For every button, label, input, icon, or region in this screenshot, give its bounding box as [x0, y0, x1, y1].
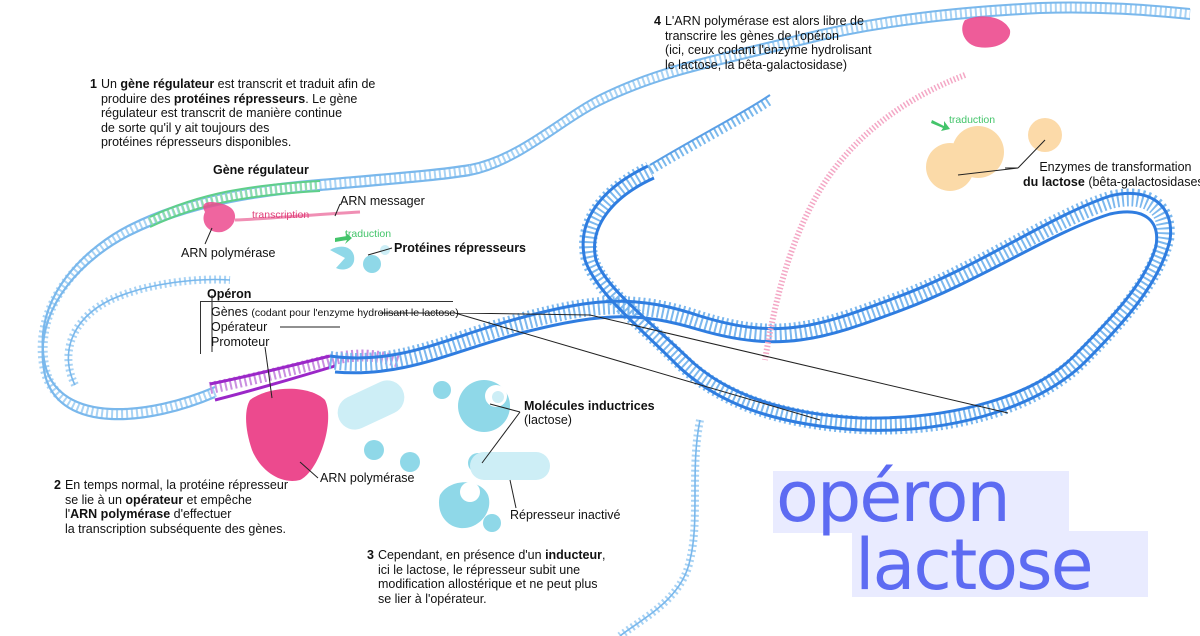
step-line: Un gène régulateur est transcrit et trad… — [101, 77, 375, 92]
step-line: En temps normal, la protéine répresseur — [65, 478, 288, 493]
step-line: de sorte qu'il y ait toujours des — [101, 121, 375, 136]
step-text-bold: inducteur — [545, 548, 603, 562]
traduction-arrow-2 — [931, 120, 950, 131]
operon-dna — [208, 94, 1175, 636]
step-line: se lier à l'opérateur. — [378, 592, 606, 607]
step-line: la transcription subséquente des gènes. — [65, 522, 288, 537]
label-represseur-inactive: Répresseur inactivé — [510, 508, 621, 522]
step-body: Cependant, en présence d'un inducteur,ic… — [378, 548, 606, 606]
step-text: modification allostérique et ne peut plu… — [377, 577, 598, 591]
step-line: l'ARN polymérase d'effectuer — [65, 507, 288, 522]
step-text: d'effectuer — [170, 507, 232, 521]
step-text-bold: gène régulateur — [120, 77, 215, 91]
title-line-1: opéron — [776, 456, 1011, 538]
label-promoteur: Promoteur — [211, 335, 270, 349]
step-text-bold: opérateur — [125, 492, 184, 507]
leader-lines — [204, 139, 1046, 509]
arn-messager-strand-right — [762, 72, 967, 361]
step-text: produire des — [100, 91, 174, 106]
step-text: Un — [100, 77, 121, 91]
label-molecules-inductrices: Molécules inductrices — [524, 399, 655, 413]
label-traduction-1: traduction — [345, 228, 392, 240]
step-number: 3 — [367, 548, 374, 562]
label-enzymes-line1: Enzymes de transformation — [1039, 160, 1192, 174]
label-arn-polymerase-1: ARN polymérase — [181, 246, 276, 260]
step-text: de sorte qu'il y ait toujours des — [100, 120, 270, 135]
step-line: ici le lactose, le répresseur subit une — [378, 563, 606, 578]
arn-polymerase-blob-3 — [962, 16, 1011, 48]
step-number: 1 — [90, 77, 97, 91]
step-text: transcrire les gènes de l'opéron — [664, 28, 839, 43]
step-number: 4 — [654, 14, 661, 28]
step-line: modification allostérique et ne peut plu… — [378, 577, 606, 592]
step-text: L'ARN polymérase est alors libre de — [664, 14, 864, 28]
step-text: En temps normal, la protéine répresseur — [64, 478, 288, 492]
step-line: (ici, ceux codant l'enzyme hydrolisant — [665, 43, 872, 58]
step-text: se lier à l'opérateur. — [377, 591, 487, 606]
step-text: ici le lactose, le répresseur subit une — [377, 562, 581, 577]
step-line: régulateur est transcrit de manière cont… — [101, 106, 375, 121]
title-line-2: lactose — [855, 524, 1094, 606]
step-text-bold: protéines répresseurs — [173, 91, 306, 106]
label-enzymes-line2: du lactose — [1023, 175, 1085, 189]
step-text: est transcrit et traduit afin de — [214, 77, 376, 91]
arn-polymerase-blob-2 — [246, 388, 329, 481]
step-text: le lactose, la bêta-galactosidase) — [664, 57, 848, 72]
enzymes — [926, 118, 1062, 191]
label-proteines-represseurs: Protéines répresseurs — [394, 241, 527, 255]
step-text: , — [602, 548, 606, 562]
step-text: Cependant, en présence d'un — [377, 548, 546, 562]
step-line: le lactose, la bêta-galactosidase) — [665, 58, 872, 73]
step-line: transcrire les gènes de l'opéron — [665, 29, 872, 44]
title-band-2 — [852, 531, 1148, 597]
step-text-bold: ARN polymérase — [70, 507, 171, 521]
step-body: Un gène régulateur est transcrit et trad… — [101, 77, 375, 150]
label-arn-polymerase-2: ARN polymérase — [320, 471, 415, 485]
label-genes-row: Gènes (codant pour l'enzyme hydrolisant … — [211, 305, 459, 321]
step-line: L'ARN polymérase est alors libre de — [665, 14, 872, 29]
step-text: régulateur est transcrit de manière cont… — [100, 106, 343, 120]
label-operon: Opéron — [207, 287, 252, 301]
label-lactose: (lactose) — [524, 413, 572, 427]
step-text: protéines répresseurs disponibles. — [100, 135, 292, 149]
label-arn-messager: ARN messager — [340, 194, 425, 208]
step-line: se lie à un opérateur et empêche — [65, 493, 288, 508]
label-enzymes: Enzymes de transformation du lactose (bê… — [1023, 160, 1200, 190]
repressor-proteins — [330, 245, 550, 532]
label-genes: Gènes — [211, 305, 248, 319]
step-text: et empêche — [183, 492, 252, 507]
label-genes-note: (codant pour l'enzyme hydrolisant le lac… — [251, 307, 459, 319]
operon-bracket — [200, 301, 453, 354]
step-line: produire des protéines répresseurs. Le g… — [101, 92, 375, 107]
step-text: la transcription subséquente des gènes. — [64, 521, 286, 536]
traduction-arrow-1 — [335, 232, 352, 244]
step-text: . Le gène — [305, 91, 358, 106]
arn-polymerase-blob-1 — [203, 202, 236, 233]
label-enzymes-line3: (bêta-galactosidases) — [1088, 175, 1200, 189]
step-text: (ici, ceux codant l'enzyme hydrolisant — [664, 43, 872, 57]
step-text: l' — [64, 507, 71, 521]
step-line: protéines répresseurs disponibles. — [101, 135, 375, 150]
arn-messager-strand — [234, 210, 361, 222]
step-text: se lie à un — [64, 492, 126, 507]
step-line: Cependant, en présence d'un inducteur, — [378, 548, 606, 563]
label-gene-regulateur: Gène régulateur — [213, 163, 309, 177]
label-enzymes-line2-row: du lactose (bêta-galactosidases) — [1023, 175, 1200, 190]
label-transcription: transcription — [252, 209, 310, 221]
label-traduction-2: traduction — [949, 114, 996, 126]
step-number: 2 — [54, 478, 61, 492]
left-dna-loop — [37, 1, 1191, 421]
title-band-1 — [773, 471, 1069, 533]
label-operateur: Opérateur — [211, 320, 268, 334]
